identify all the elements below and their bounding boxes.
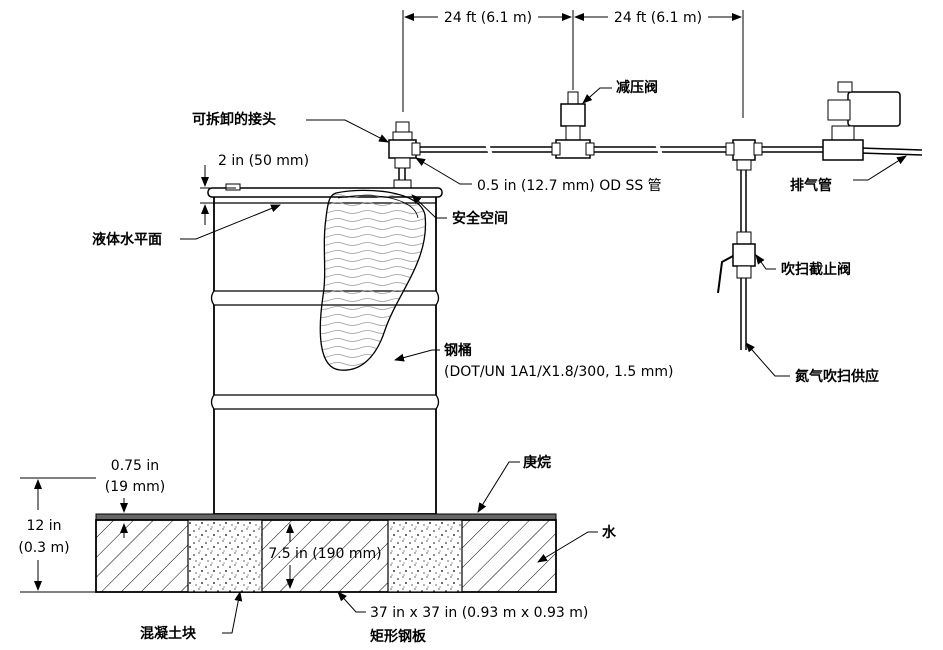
safety-space-label: 安全空间 <box>452 210 508 227</box>
tee-fitting <box>725 139 763 171</box>
headspace-label: 2 in (50 mm) <box>218 153 309 169</box>
plate-size-label: 37 in x 37 in (0.93 m x 0.93 m) <box>370 605 588 621</box>
water-depth-label: 7.5 in (190 mm) <box>268 546 381 562</box>
headspace-dimension <box>200 165 236 225</box>
span-left-label: 24 ft (6.1 m) <box>444 10 532 26</box>
pressure-reducing-valve-label: 减压阀 <box>616 79 658 96</box>
purge-shutoff-valve-label: 吹扫截止阀 <box>781 261 851 278</box>
purge-shutoff-valve <box>717 231 756 294</box>
span-dimension <box>402 10 744 118</box>
rect-steel-plate-label: 矩形钢板 <box>370 628 427 645</box>
total-height-dimension <box>20 477 96 593</box>
concrete-block-label: 混凝土块 <box>140 625 197 642</box>
pressure-reducing-valve <box>551 91 595 159</box>
span-right-label: 24 ft (6.1 m) <box>614 10 702 26</box>
vent-pipe-label: 排气管 <box>790 177 832 194</box>
cement-grout-label: 庚烷 <box>523 454 551 471</box>
vent-valve <box>822 81 901 161</box>
leader-lines <box>180 87 907 634</box>
main-tubing <box>398 143 923 350</box>
removable-joint-fitting <box>388 121 421 191</box>
removable-joint-label: 可拆卸的接头 <box>192 111 276 128</box>
nitrogen-purge-supply-label: 氮气吹扫供应 <box>794 368 879 385</box>
tubing-label: 0.5 in (12.7 mm) OD SS 管 <box>477 178 662 194</box>
water-label: 水 <box>602 524 617 541</box>
total-height-metric-label: (0.3 m) <box>18 540 69 556</box>
safety-space-cutaway <box>319 189 427 371</box>
concrete-top-label: 0.75 in <box>111 458 159 474</box>
drum-spec-label: (DOT/UN 1A1/X1.8/300, 1.5 mm) <box>444 364 673 380</box>
total-height-label: 12 in <box>26 518 61 534</box>
steel-drum-label: 钢桶 <box>444 342 472 359</box>
foundation <box>95 513 557 593</box>
concrete-top-metric-label: (19 mm) <box>105 479 165 495</box>
liquid-level-label: 液体水平面 <box>92 231 162 248</box>
